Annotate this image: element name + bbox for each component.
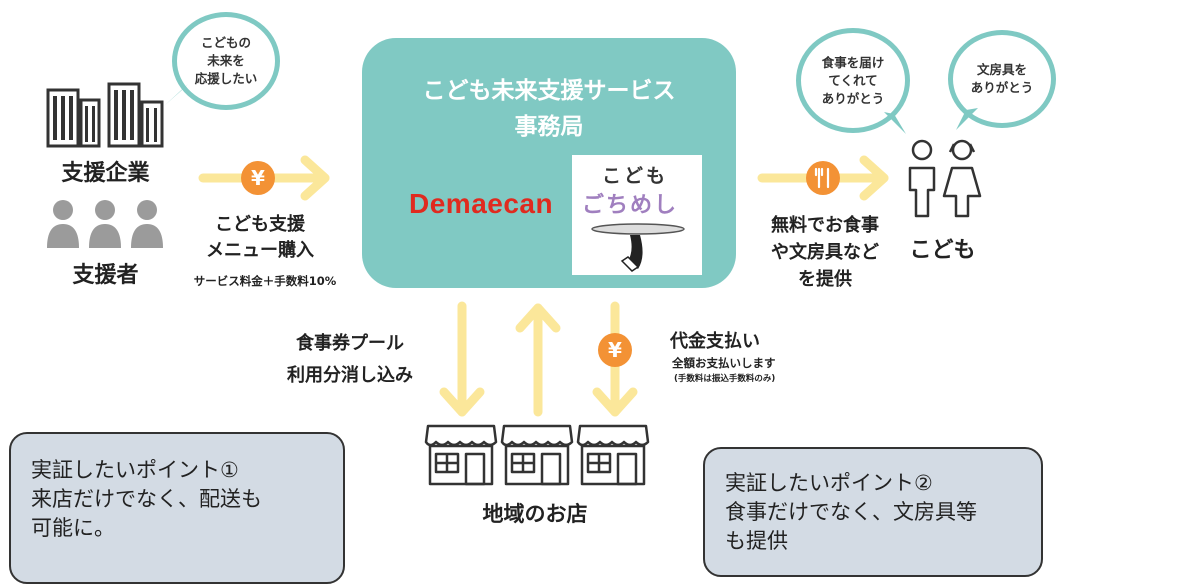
arrow-voucher-down — [439, 301, 485, 417]
speech-bubble-companies: こどもの 未来を 応援したい — [172, 12, 280, 110]
companies-label: 支援企業 — [61, 161, 150, 186]
waiter-tray-icon — [591, 223, 685, 272]
gochimeshi-logo: こども ごちめし — [572, 155, 702, 275]
bubble-tail-companies — [164, 84, 188, 106]
children-icon — [908, 139, 982, 218]
office-building-icon — [46, 82, 164, 148]
shop-icon — [424, 424, 650, 486]
payment-note-fee: (手数料は振込手数料のみ) — [674, 374, 776, 384]
fork-knife-icon — [806, 161, 840, 195]
arrow-shops-up — [515, 303, 561, 417]
gochimeshi-line1: こども — [602, 165, 669, 187]
yen-coin-icon: ¥ — [241, 161, 275, 195]
office-title: こども未来支援サービス 事務局 — [422, 78, 676, 140]
payment-note: 全額お支払いします — [672, 356, 776, 370]
gochimeshi-line2: ごちめし — [582, 193, 679, 218]
bubble-tail-stationery — [956, 108, 978, 130]
purchase-note: サービス料金＋手数料10% — [193, 274, 337, 288]
bubble-tail-meal — [884, 112, 906, 134]
note-point1: 実証したいポイント① 来店だけでなく、配送も 可能に。 — [9, 432, 345, 584]
supporters-label: 支援者 — [72, 263, 139, 288]
demaecan-logo: Demaecan — [409, 188, 554, 219]
shops-label: 地域のお店 — [482, 502, 588, 526]
note-point2: 実証したいポイント② 食事だけでなく、文房具等 も提供 — [703, 447, 1043, 577]
provide-label: 無料でお食事 や文房具など を提供 — [771, 215, 879, 290]
yen-coin-icon-payment: ¥ — [598, 333, 632, 367]
voucher-label: 食事券プール 利用分消し込み — [287, 333, 413, 386]
children-label: こども — [909, 238, 976, 263]
payment-label: 代金支払い — [670, 331, 760, 352]
person-icon — [47, 200, 163, 248]
purchase-label: こども支援 メニュー購入 — [206, 214, 314, 261]
